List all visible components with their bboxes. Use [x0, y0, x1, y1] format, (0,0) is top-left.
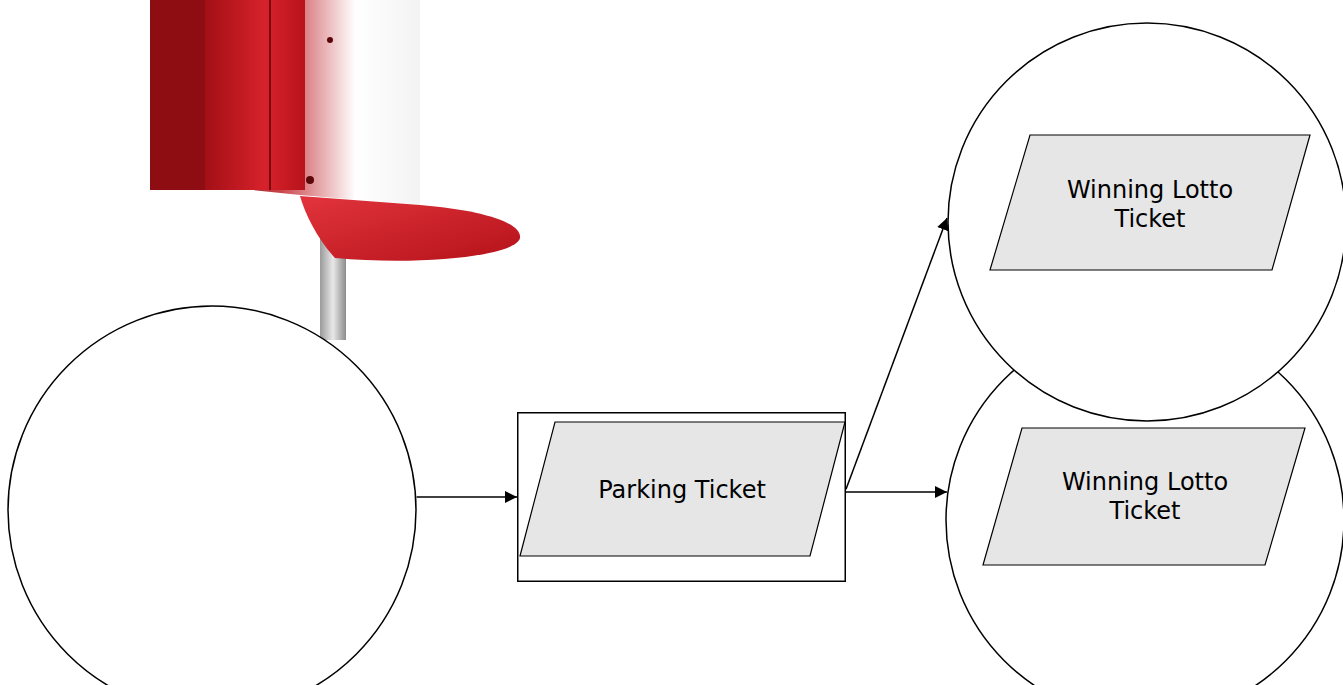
mailbox-opening — [205, 0, 420, 205]
flow-arrow — [417, 496, 517, 498]
outcome-circle: Winning Lotto Ticket — [947, 22, 1343, 422]
mailbox-latch — [327, 37, 333, 43]
ticket-parallelogram — [520, 422, 845, 556]
ticket-label: Winning Lotto Ticket — [1058, 468, 1233, 526]
node-outline — [7, 305, 417, 685]
mailbox-flap — [300, 196, 520, 261]
ticket-parallelogram — [990, 135, 1310, 270]
mailbox-hinge — [306, 176, 314, 184]
ticket-label: Parking Ticket — [595, 476, 770, 505]
mailbox-seam — [269, 0, 271, 190]
ticket-box: Parking Ticket — [517, 412, 846, 582]
mailbox-body — [205, 0, 305, 190]
circle-outline — [8, 306, 416, 685]
circle-outline — [946, 321, 1343, 685]
flow-arrow — [846, 491, 947, 493]
rect-outline — [518, 413, 846, 582]
ticket-label: Winning Lotto Ticket — [1063, 176, 1238, 234]
empty-circle — [7, 305, 417, 685]
ticket-parallelogram — [983, 428, 1305, 565]
flow-arrow — [846, 218, 947, 489]
circle-outline — [948, 23, 1343, 421]
